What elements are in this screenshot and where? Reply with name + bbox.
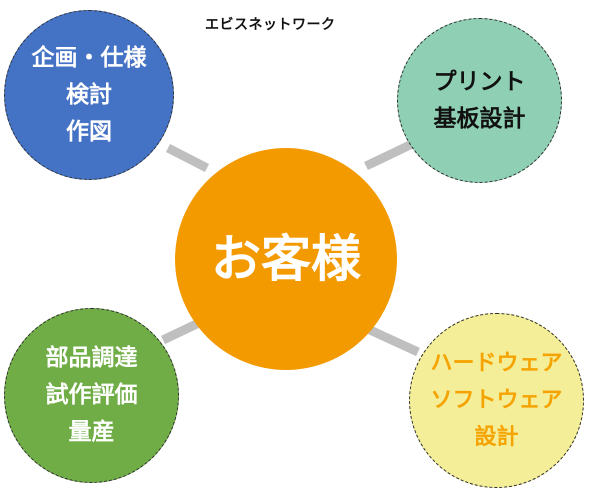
node-pcb-design-line-1: プリント [433, 68, 526, 95]
node-planning-line-2: 検討 [66, 81, 112, 108]
node-pcb-design-line-2: 基板設計 [433, 105, 526, 132]
node-planning-line-3: 作図 [66, 118, 112, 145]
node-hw-sw-design-line-3: 設計 [474, 425, 519, 450]
node-planning: 企画・仕様 検討 作図 [4, 10, 174, 180]
node-customer: お客様 [175, 148, 397, 370]
node-procurement-line-2: 試作評価 [45, 382, 138, 408]
node-pcb-design: プリント 基板設計 [397, 18, 562, 183]
connector-bottom-right [368, 325, 420, 357]
node-procurement-line-3: 量産 [68, 419, 115, 445]
node-customer-label: お客様 [211, 230, 361, 288]
network-title: エビスネットワーク [205, 17, 336, 33]
node-hw-sw-design-line-2: ソフトウェア [430, 388, 563, 413]
node-planning-line-1: 企画・仕様 [31, 44, 147, 71]
connector-top-left [165, 143, 210, 173]
node-procurement-line-1: 部品調達 [45, 345, 138, 371]
connector-top-right [364, 139, 414, 171]
node-hw-sw-design: ハードウェア ソフトウェア 設計 [409, 313, 584, 488]
node-hw-sw-design-line-1: ハードウェア [430, 351, 563, 376]
node-procurement: 部品調達 試作評価 量産 [4, 308, 179, 483]
